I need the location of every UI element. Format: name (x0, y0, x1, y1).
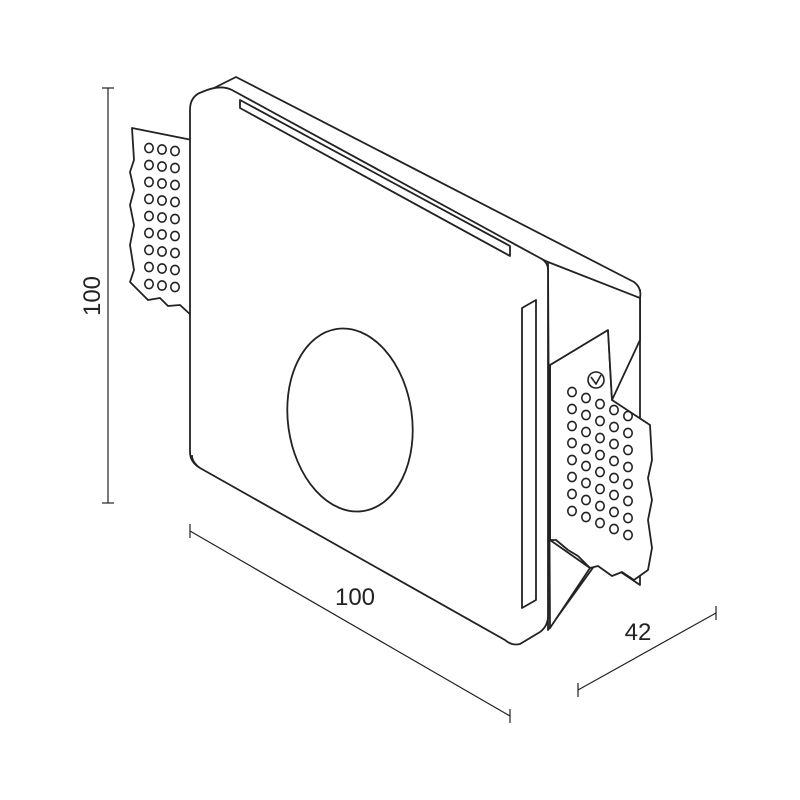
height-label: 100 (79, 276, 106, 316)
perforation-hole (157, 229, 168, 240)
perforation-hole (566, 386, 577, 398)
perforation-hole (144, 142, 155, 154)
perforation-hole (608, 506, 619, 518)
width-dimension: 100 (189, 524, 511, 723)
perforation-hole (580, 511, 591, 523)
perforation-hole (608, 421, 619, 433)
perforation-hole (170, 213, 181, 225)
perforation-hole (157, 144, 168, 155)
perforation-hole (170, 179, 181, 191)
perforation-hole (594, 449, 605, 461)
perforation-hole (608, 404, 619, 416)
screw-icon (587, 371, 605, 389)
perforation-hole (144, 244, 155, 256)
perforation-hole (566, 505, 577, 517)
perforation-hole (622, 444, 633, 456)
perforation-hole (566, 437, 577, 449)
perforation-hole (157, 212, 168, 223)
perforation-hole (566, 403, 577, 415)
perforation-hole (170, 162, 181, 174)
perforation-hole (157, 263, 168, 274)
perforation-hole (608, 438, 619, 450)
perforation-hole (594, 398, 605, 410)
perforation-hole (622, 529, 633, 541)
perforation-hole (144, 261, 155, 273)
perforation-hole (144, 193, 155, 205)
perforation-hole (157, 195, 168, 206)
perforation-hole (608, 523, 619, 535)
perforation-hole (157, 161, 168, 172)
perforation-hole (170, 264, 181, 276)
perforation-hole (580, 477, 591, 489)
top-light-slot (239, 99, 511, 257)
perforation-hole (594, 517, 605, 529)
depth-label: 42 (625, 619, 652, 646)
perforation-hole (144, 278, 155, 290)
width-label: 100 (335, 584, 375, 611)
perforation-hole (170, 196, 181, 208)
perforation-hole (144, 227, 155, 239)
perforation-hole (580, 494, 591, 506)
perforation-hole (608, 472, 619, 484)
perforation-hole (580, 443, 591, 455)
perforation-hole (622, 461, 633, 473)
perforation-hole (144, 176, 155, 188)
perforation-hole (566, 420, 577, 432)
fixture-body (189, 76, 642, 646)
perforation-hole (608, 489, 619, 501)
perforation-hole (144, 210, 155, 222)
perforation-hole (580, 460, 591, 472)
perforation-hole (170, 281, 181, 293)
perforation-hole (594, 466, 605, 478)
height-dimension: 100 (79, 87, 114, 504)
perforation-hole (566, 488, 577, 500)
left-mounting-bracket (129, 127, 193, 317)
perforation-hole (622, 512, 633, 524)
perforation-hole (594, 432, 605, 444)
perforation-hole (157, 178, 168, 189)
side-light-slot (521, 299, 537, 609)
perforation-hole (157, 280, 168, 291)
perforation-hole (170, 145, 181, 157)
perforation-hole (580, 426, 591, 438)
perforation-hole (622, 495, 633, 507)
perforation-hole (144, 159, 155, 171)
perforation-hole (594, 500, 605, 512)
perforation-hole (580, 409, 591, 421)
perforation-hole (157, 246, 168, 257)
perforation-hole (622, 478, 633, 490)
perforation-hole (622, 427, 633, 439)
perforation-hole (608, 455, 619, 467)
perforation-hole (566, 454, 577, 466)
perforation-hole (170, 230, 181, 242)
depth-dimension: 42 (577, 606, 717, 697)
perforation-hole (594, 483, 605, 495)
perforation-hole (566, 471, 577, 483)
round-light-aperture (286, 327, 414, 513)
perforation-hole (594, 415, 605, 427)
perforation-hole (622, 410, 633, 422)
perforation-hole (580, 392, 591, 404)
perforation-hole (170, 247, 181, 259)
